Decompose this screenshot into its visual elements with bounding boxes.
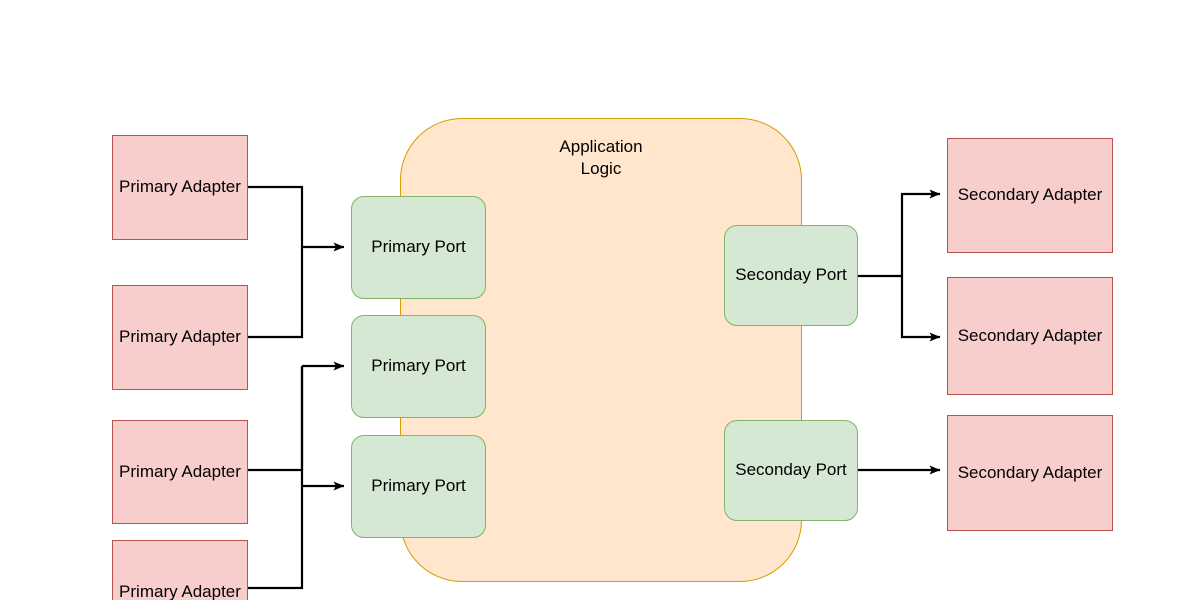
- primary-adapter-1[interactable]: Primary Adapter: [112, 135, 248, 240]
- primary-adapter-3-label: Primary Adapter: [119, 461, 241, 481]
- secondary-port-2[interactable]: Seconday Port: [724, 420, 858, 521]
- branch-to-secondary-adapter-1: [900, 189, 941, 276]
- primary-port-3-label: Primary Port: [371, 476, 466, 496]
- primary-adapter-2[interactable]: Primary Adapter: [112, 285, 248, 390]
- secondary-port-1-label: Seconday Port: [735, 265, 847, 285]
- secondary-adapter-2[interactable]: Secondary Adapter: [947, 277, 1113, 395]
- branch-to-secondary-adapter-2: [900, 276, 941, 342]
- primary-port-1-label: Primary Port: [371, 237, 466, 257]
- primary-adapter-4-to-trunk: [248, 366, 304, 590]
- primary-adapter-3[interactable]: Primary Adapter: [112, 420, 248, 524]
- secondary-adapter-3-label: Secondary Adapter: [957, 462, 1103, 482]
- secondary-adapter-1-label: Secondary Adapter: [957, 185, 1103, 205]
- primary-adapter-1-label: Primary Adapter: [119, 177, 241, 197]
- primary-port-3[interactable]: Primary Port: [351, 435, 486, 538]
- secondary-port-2-label: Seconday Port: [735, 460, 847, 480]
- primary-port-2[interactable]: Primary Port: [351, 315, 486, 418]
- application-logic-label: Application Logic: [559, 137, 643, 179]
- primary-adapter-3-to-trunk: [248, 366, 304, 472]
- secondary-adapter-2-label: Secondary Adapter: [957, 325, 1103, 345]
- primary-adapter-4[interactable]: Primary Adapter: [112, 540, 248, 600]
- primary-adapter-2-to-trunk: [248, 247, 304, 339]
- primary-port-1[interactable]: Primary Port: [351, 196, 486, 299]
- secondary-adapter-1[interactable]: Secondary Adapter: [947, 138, 1113, 253]
- primary-port-2-label: Primary Port: [371, 356, 466, 376]
- primary-adapter-4-label: Primary Adapter: [119, 581, 241, 600]
- primary-adapter-2-label: Primary Adapter: [119, 327, 241, 347]
- secondary-adapter-3[interactable]: Secondary Adapter: [947, 415, 1113, 531]
- secondary-port-1[interactable]: Seconday Port: [724, 225, 858, 326]
- primary-adapter-1-to-trunk: [248, 185, 304, 247]
